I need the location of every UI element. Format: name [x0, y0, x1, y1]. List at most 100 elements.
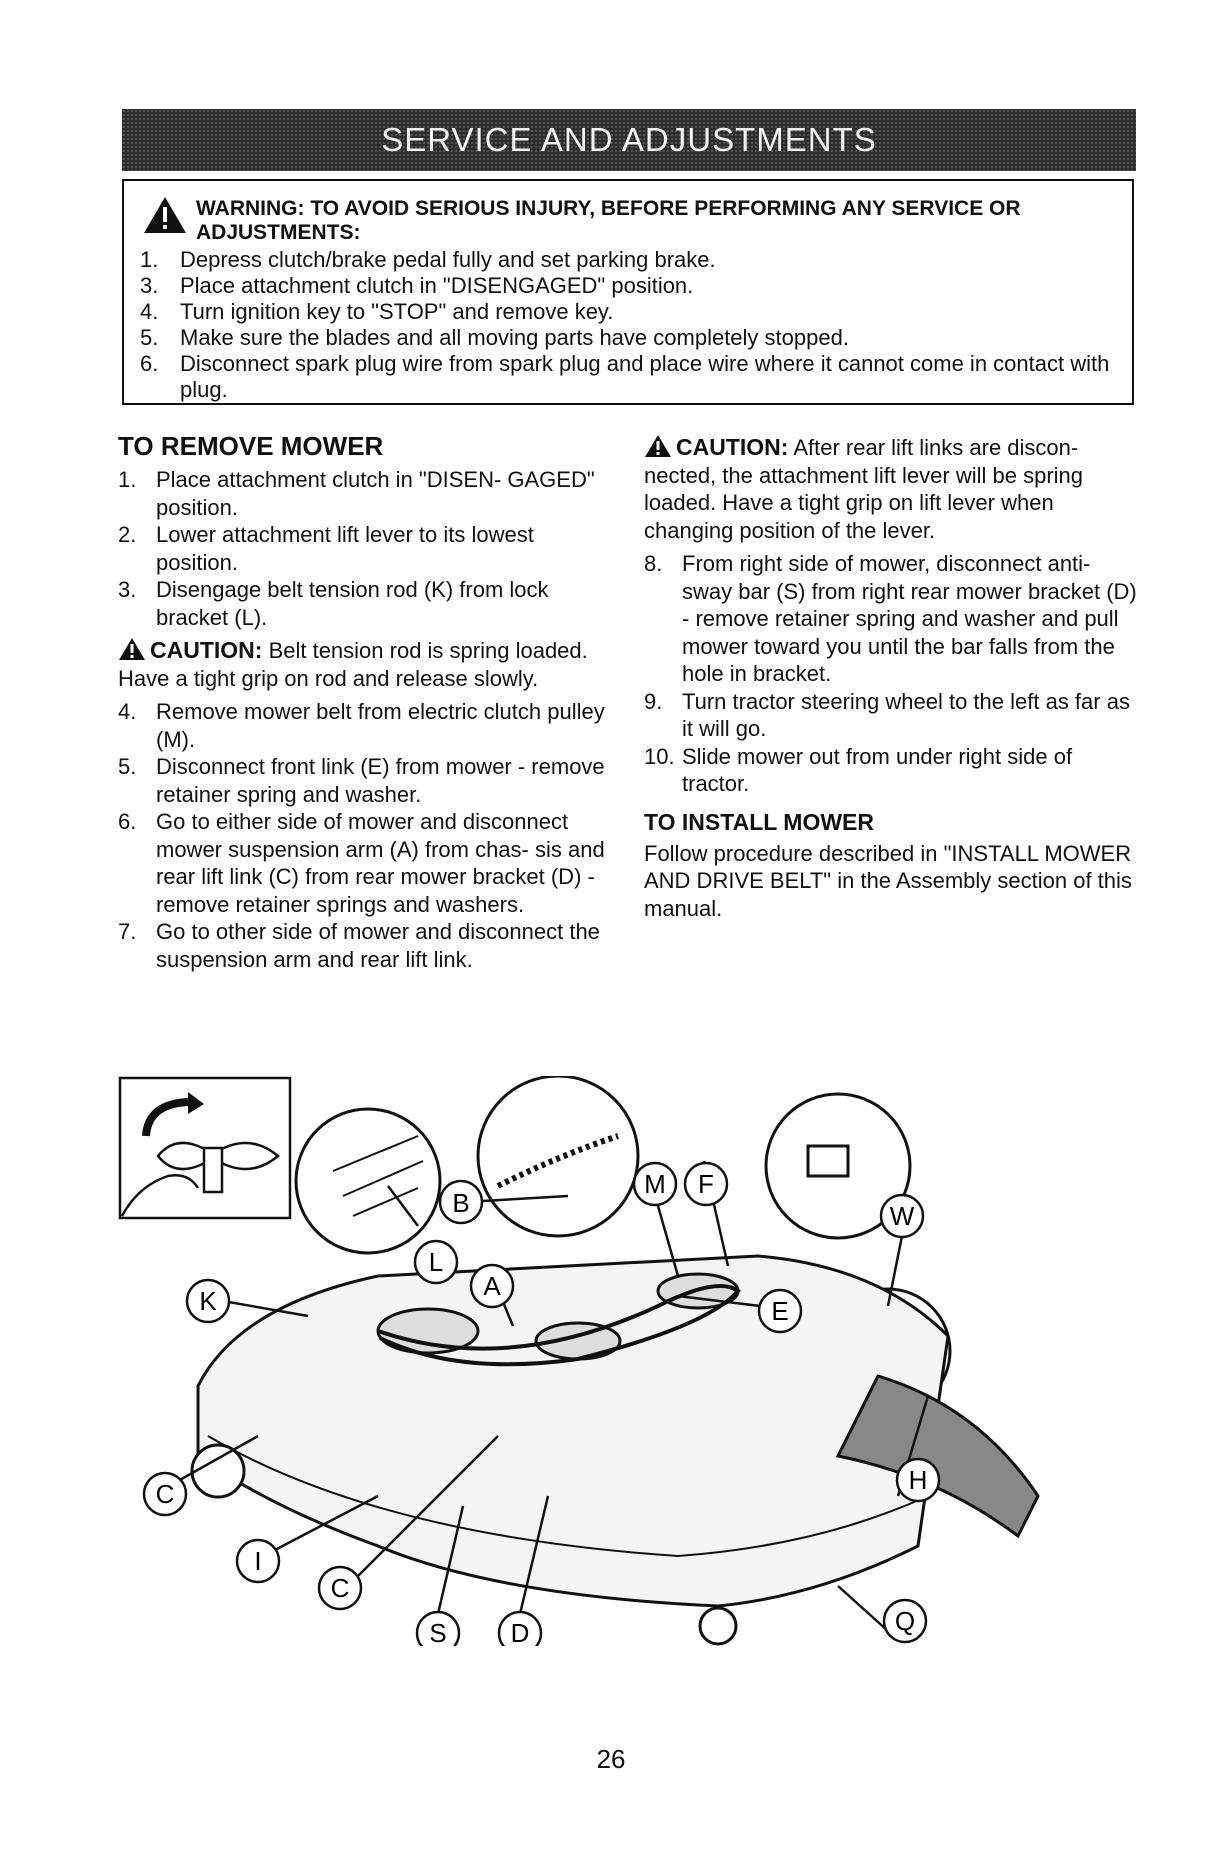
step-text: Place attachment clutch in "DISEN- GAGED…: [156, 467, 595, 520]
callout-label-k: K: [199, 1286, 217, 1316]
callout: C: [317, 1565, 363, 1611]
step: 4. Remove mower belt from electric clutch…: [118, 698, 612, 753]
item-number: 3.: [140, 273, 159, 298]
caution-label: CAUTION:: [150, 637, 263, 663]
detail-circle-lock: [294, 1107, 442, 1255]
inset-box: [118, 1076, 292, 1220]
warning-box: WARNING: TO AVOID SERIOUS INJURY, BEFORE…: [122, 179, 1134, 405]
step-text: Go to either side of mower and disconnec…: [156, 809, 605, 917]
item-number: 5.: [140, 325, 159, 350]
section-title: SERVICE AND ADJUSTMENTS: [381, 121, 877, 158]
discharge-chute: [835, 1374, 1040, 1539]
warning-item: 4. Turn ignition key to "STOP" and remove…: [140, 299, 1120, 325]
warning-item: 3. Place attachment clutch in "DISENGAGED…: [140, 273, 1120, 299]
callout-label-s: S: [429, 1618, 446, 1646]
step: 3. Disengage belt tension rod (K) from lo…: [118, 576, 612, 631]
callout-label-c2: C: [331, 1573, 350, 1603]
callout: A: [469, 1263, 515, 1309]
mower-deck: [196, 1254, 950, 1608]
rotate-arrow-icon: [142, 1098, 189, 1137]
warning-list: 1. Depress clutch/brake pedal fully and s…: [140, 247, 1120, 403]
warning-item: 1. Depress clutch/brake pedal fully and s…: [140, 247, 1120, 273]
step-text: Disengage belt tension rod (K) from lock…: [156, 577, 549, 630]
callout: E: [757, 1288, 803, 1334]
mower-diagram: B M F L A W K E C H I C S D Q: [118, 1076, 1040, 1646]
step-text: Disconnect front link (E) from mower - r…: [156, 754, 605, 807]
callout-label-l: L: [429, 1247, 443, 1277]
step: 2.Lower attachment lift lever to its low…: [118, 521, 612, 576]
drive-belt: [377, 1284, 741, 1367]
item-text: Depress clutch/brake pedal fully and set…: [180, 247, 716, 272]
callout-label-e: E: [771, 1296, 788, 1326]
caution-icon: [119, 638, 145, 660]
step: 8. From right side of mower, disconnect a…: [644, 550, 1138, 688]
inset-hand: [120, 1174, 200, 1217]
warning-heading-line2: ADJUSTMENTS:: [196, 221, 361, 244]
callout: B: [438, 1179, 484, 1225]
step: 9.Turn tractor steering wheel to the lef…: [644, 688, 1138, 743]
section-banner: SERVICE AND ADJUSTMENTS: [122, 109, 1136, 171]
step-number: 7.: [118, 919, 137, 944]
step-number: 3.: [118, 577, 137, 602]
item-text: Turn ignition key to "STOP" and remove k…: [180, 299, 614, 324]
callout: Q: [882, 1598, 928, 1644]
item-text: Disconnect spark plug wire from spark pl…: [180, 351, 1110, 402]
step: 5. Disconnect front link (E) from mower -…: [118, 753, 612, 808]
detail-spring: [496, 1133, 619, 1189]
caution-text: After rear lift links are discon- nected…: [644, 435, 1084, 543]
inset-knob: [156, 1141, 280, 1171]
item-number: 6.: [140, 351, 159, 376]
step-number: 5.: [118, 754, 137, 779]
callout: C: [142, 1471, 188, 1517]
callout-label-c: C: [156, 1479, 175, 1509]
right-column: CAUTION: After rear lift links are disco…: [644, 430, 1138, 922]
caution-text: Belt tension rod is spring loaded. Have …: [118, 638, 588, 691]
callout-label-q: Q: [895, 1606, 915, 1636]
detail-circle-link: [764, 1092, 912, 1240]
callout-label-f: F: [698, 1169, 714, 1199]
caution-icon: [645, 435, 671, 457]
callout-label-m: M: [644, 1169, 666, 1199]
item-text: Place attachment clutch in "DISENGAGED" …: [180, 273, 694, 298]
item-number: 1.: [140, 247, 159, 272]
callout-label-h: H: [909, 1465, 928, 1495]
callout-label-b: B: [452, 1188, 469, 1218]
pulley-left: [376, 1307, 480, 1355]
caution-note: CAUTION: Belt tension rod is spring load…: [118, 637, 612, 692]
detail-bolt: [806, 1144, 850, 1178]
install-text: Follow procedure described in "INSTALL M…: [644, 840, 1132, 921]
left-column: TO REMOVE MOWER 1.Place attachment clutc…: [118, 430, 612, 973]
step-text: Lower attachment lift lever to its lowes…: [156, 522, 534, 575]
warning-icon: [144, 197, 186, 233]
callout-label-a: A: [483, 1271, 501, 1301]
callout-label-i: I: [254, 1546, 261, 1576]
detail-grid: [332, 1135, 424, 1217]
callout: I: [235, 1538, 281, 1584]
callout-label-w: W: [890, 1201, 915, 1231]
callout: S: [415, 1610, 461, 1646]
step: 10.Slide mower out from under right side…: [644, 743, 1138, 798]
step-number: 6.: [118, 809, 137, 834]
page-number: 26: [596, 1744, 626, 1774]
callout: H: [895, 1457, 941, 1503]
warning-item: 6. Disconnect spark plug wire from spark …: [140, 351, 1120, 403]
gauge-wheel-right: [698, 1606, 738, 1646]
item-number: 4.: [140, 299, 159, 324]
step-number: 1.: [118, 467, 137, 492]
callout: M: [632, 1161, 678, 1207]
step-number: 8.: [644, 551, 663, 576]
callout: K: [185, 1278, 231, 1324]
step-number: 4.: [118, 699, 137, 724]
step-text: Go to other side of mower and disconnect…: [156, 919, 600, 972]
step-text: Remove mower belt from electric clutch p…: [156, 699, 605, 752]
caution-note: CAUTION: After rear lift links are disco…: [644, 434, 1138, 544]
callout: D: [497, 1610, 543, 1646]
warning-heading-line1: WARNING: TO AVOID SERIOUS INJURY, BEFORE…: [196, 197, 1021, 220]
callout: W: [879, 1193, 925, 1239]
caution-label: CAUTION:: [676, 434, 789, 460]
callout-label-d: D: [511, 1618, 530, 1646]
step-text: Turn tractor steering wheel to the left …: [682, 688, 1130, 742]
step-text: From right side of mower, disconnect ant…: [682, 551, 1137, 686]
arrow-head-icon: [188, 1092, 204, 1114]
step: 1. Place attachment clutch in "DISEN- GAG…: [118, 466, 612, 521]
